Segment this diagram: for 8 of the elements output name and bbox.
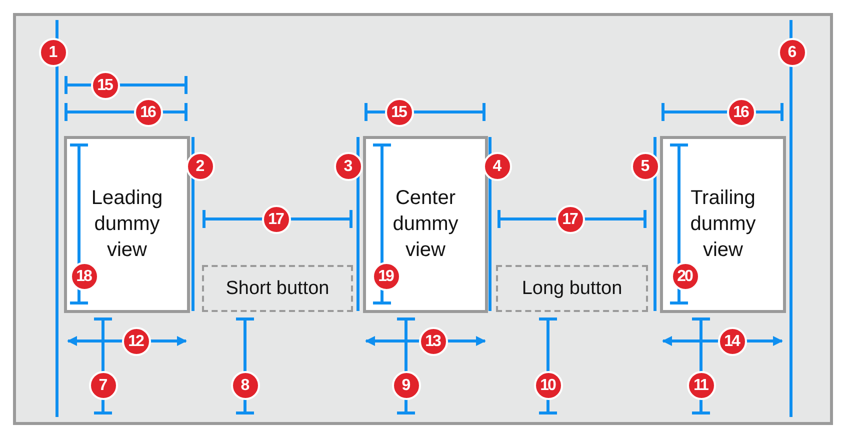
- view-box: [660, 136, 786, 313]
- node-label: Center dummy view: [392, 186, 460, 263]
- view-box: [64, 136, 190, 313]
- placeholder-button: Short button: [202, 265, 353, 312]
- view-box: [363, 136, 488, 313]
- node-label: Trailing dummy view: [689, 186, 757, 263]
- placeholder-button: Long button: [496, 265, 648, 312]
- node-label: Leading dummy view: [90, 186, 164, 263]
